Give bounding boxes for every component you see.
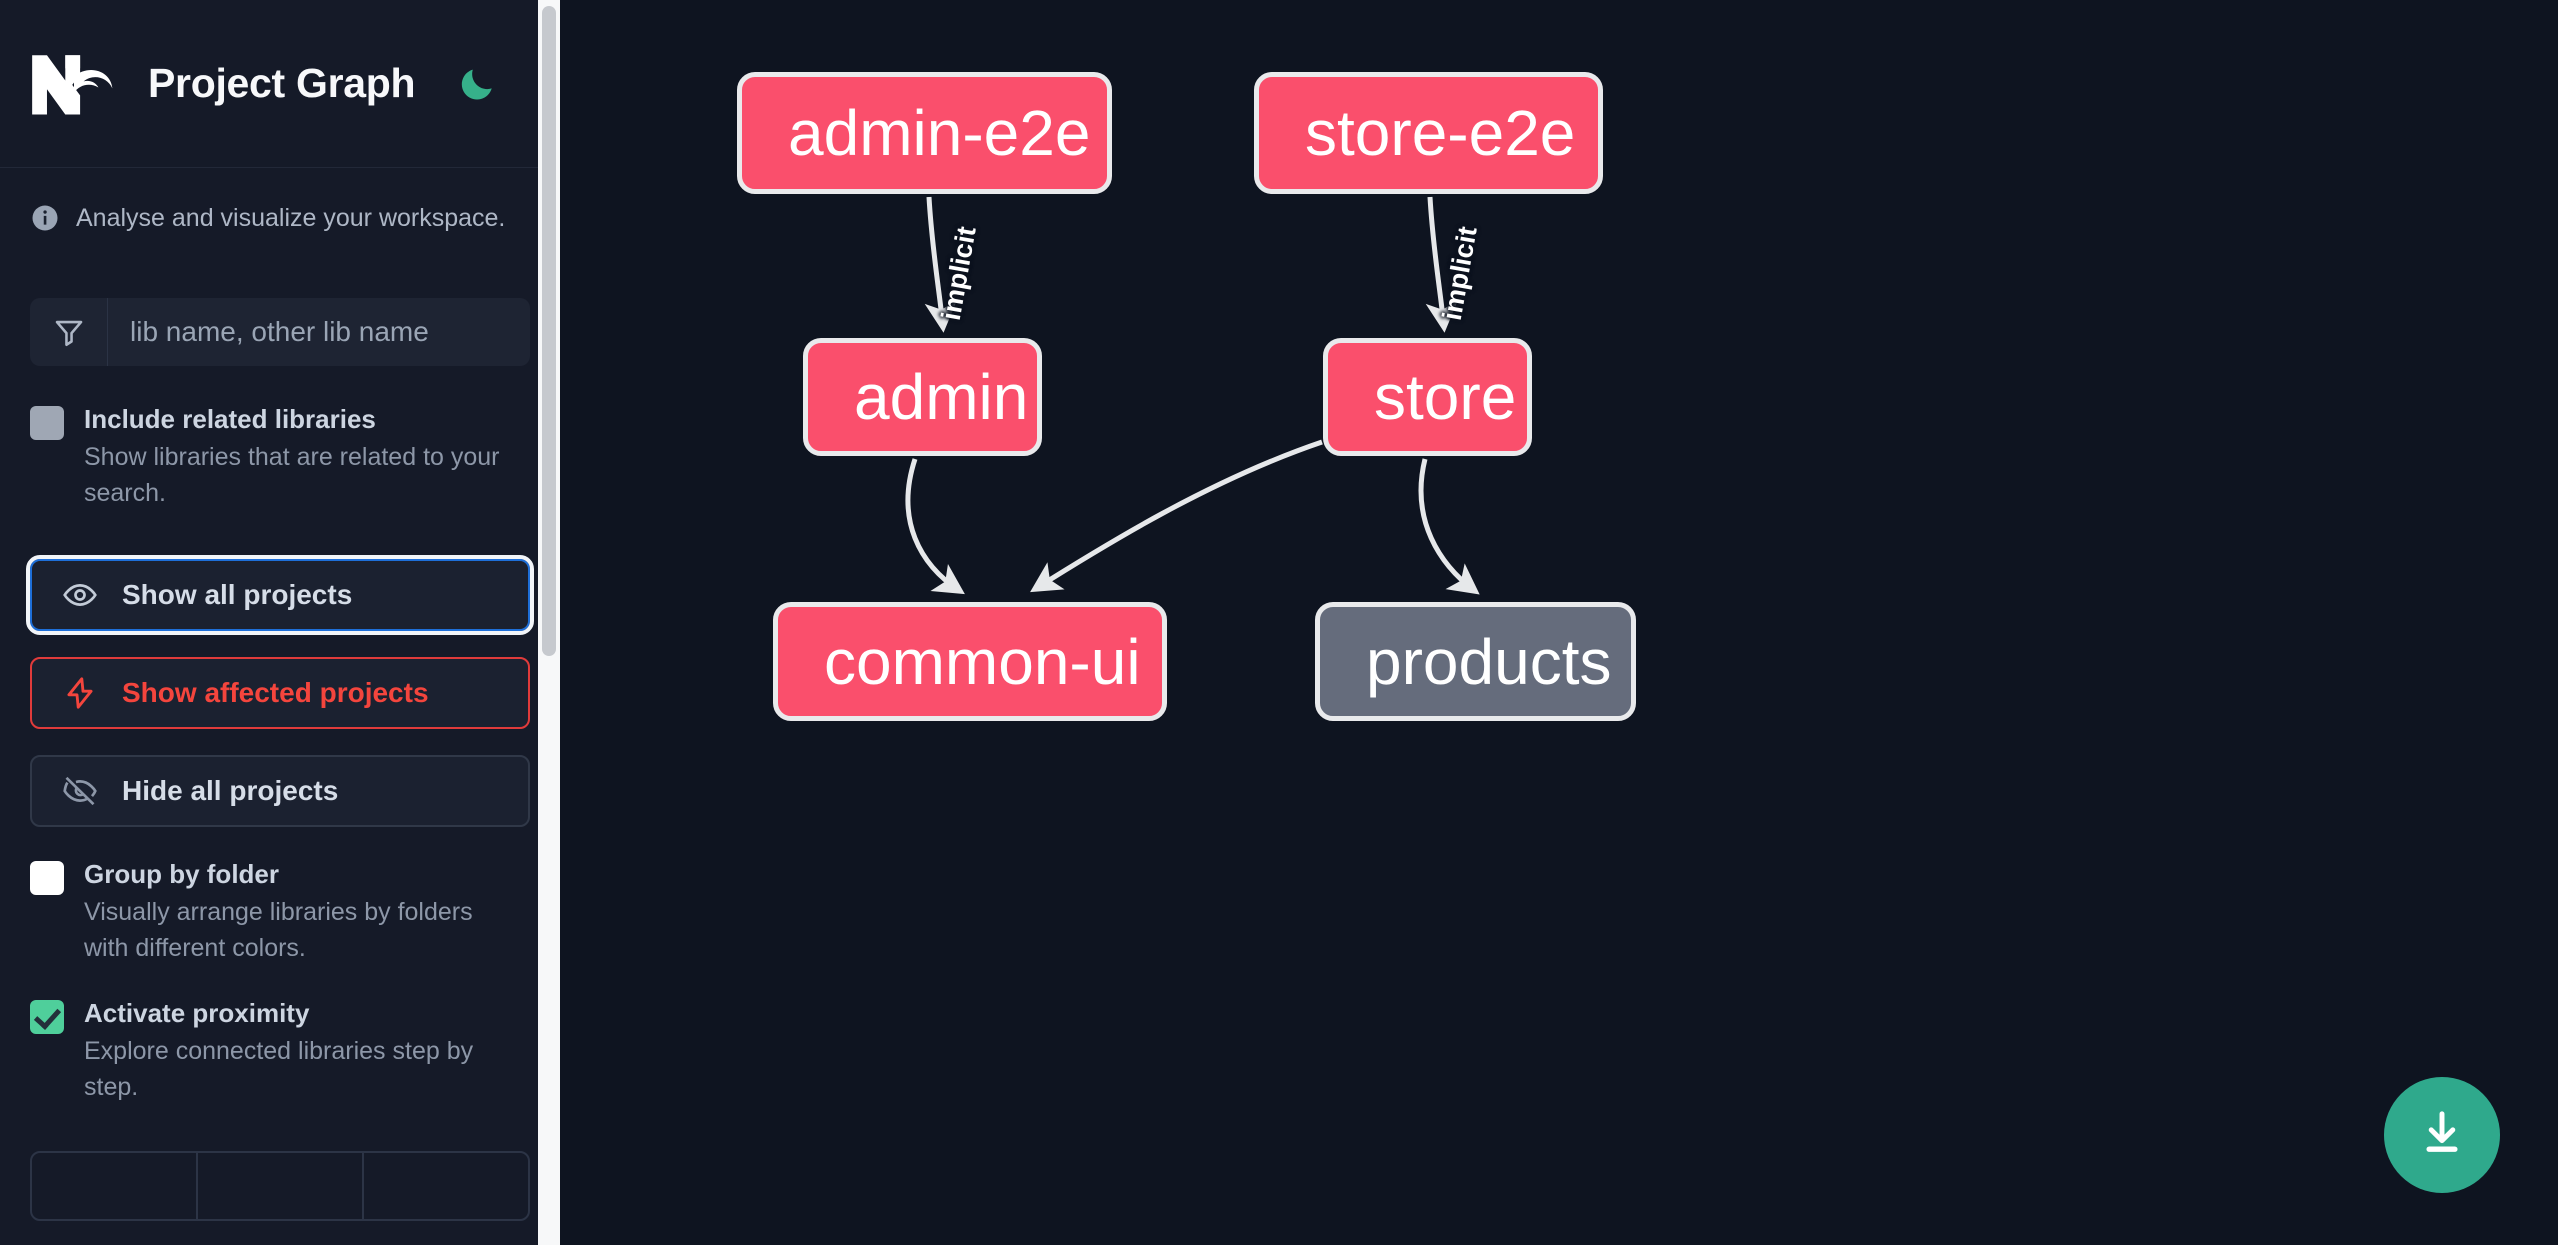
proximity-stepper-option-3[interactable] — [364, 1153, 528, 1219]
graph-node-label: admin-e2e — [788, 97, 1091, 169]
show-all-projects-button[interactable]: Show all projects — [26, 555, 534, 636]
option-description: Visually arrange libraries by folders wi… — [84, 898, 473, 962]
option-group-by-folder[interactable]: Group by folder Visually arrange librari… — [0, 857, 560, 966]
download-icon — [2415, 1106, 2469, 1165]
hide-all-projects-button[interactable]: Hide all projects — [30, 755, 530, 828]
graph-node-store-e2e[interactable]: store-e2e — [1254, 72, 1603, 194]
graph-node-label: products — [1366, 625, 1612, 698]
proximity-stepper-group[interactable] — [30, 1151, 530, 1222]
graph-node-label: admin — [854, 361, 1029, 433]
edge-store-e2e-to-store — [1425, 196, 1458, 333]
option-description: Explore connected libraries step by step… — [84, 1037, 474, 1101]
graph-edges — [905, 196, 1480, 595]
graph-node-label: common-ui — [824, 625, 1141, 698]
eye-icon — [60, 575, 100, 615]
info-circle-icon — [30, 203, 60, 233]
sidebar-header: Project Graph — [0, 0, 560, 168]
edge-admin-to-common-ui — [905, 458, 965, 595]
checkbox-include-related-libraries[interactable] — [30, 406, 64, 440]
option-include-related-libraries[interactable]: Include related libraries Show libraries… — [0, 402, 560, 511]
checkbox-activate-proximity[interactable] — [30, 1000, 64, 1035]
moon-icon[interactable] — [453, 60, 501, 108]
edge-store-to-common-ui — [1030, 439, 1323, 593]
nx-logo-icon — [30, 50, 118, 118]
graph-node-products[interactable]: products — [1315, 602, 1636, 721]
option-description: Show libraries that are related to your … — [84, 443, 500, 507]
tagline-text: Analyse and visualize your workspace. — [76, 203, 506, 232]
button-label: Hide all projects — [122, 775, 339, 807]
eye-off-icon — [60, 771, 100, 811]
edge-admin-e2e-to-admin — [924, 196, 957, 333]
edge-store-to-products — [1418, 458, 1480, 595]
sidebar-scrollbar-track[interactable] — [538, 0, 560, 1245]
lightning-bolt-icon — [60, 673, 100, 713]
proximity-stepper-option-1[interactable] — [32, 1153, 198, 1220]
button-label: Show affected projects — [122, 677, 429, 709]
page-title: Project Graph — [148, 60, 416, 106]
option-title: Activate proximity — [84, 998, 310, 1029]
search-input[interactable] — [108, 298, 530, 366]
option-activate-proximity[interactable]: Activate proximity Explore connected lib… — [0, 996, 560, 1105]
checkbox-group-by-folder[interactable] — [30, 861, 64, 896]
search-field[interactable] — [30, 298, 530, 366]
button-label: Show all projects — [122, 579, 353, 611]
visibility-button-group: Show all projects Show affected projects — [26, 555, 534, 828]
filter-funnel-icon — [30, 298, 108, 366]
graph-node-store[interactable]: store — [1323, 338, 1532, 456]
download-image-button[interactable] — [2384, 1077, 2500, 1193]
sidebar: Project Graph Analyse and visualize your… — [0, 0, 560, 1245]
show-affected-projects-button[interactable]: Show affected projects — [30, 657, 530, 730]
sidebar-scrollbar-thumb[interactable] — [542, 6, 556, 656]
graph-canvas[interactable]: admin-e2e store-e2e admin store common-ui pro… — [560, 0, 2558, 1245]
graph-node-admin[interactable]: admin — [803, 338, 1042, 456]
tagline: Analyse and visualize your workspace. — [0, 178, 560, 258]
option-title: Group by folder — [84, 859, 279, 890]
proximity-stepper-option-2[interactable] — [198, 1153, 364, 1220]
graph-node-common-ui[interactable]: common-ui — [773, 602, 1167, 721]
graph-node-label: store-e2e — [1305, 97, 1576, 169]
graph-node-label: store — [1374, 361, 1517, 433]
option-title: Include related libraries — [84, 404, 376, 434]
graph-node-admin-e2e[interactable]: admin-e2e — [737, 72, 1112, 194]
